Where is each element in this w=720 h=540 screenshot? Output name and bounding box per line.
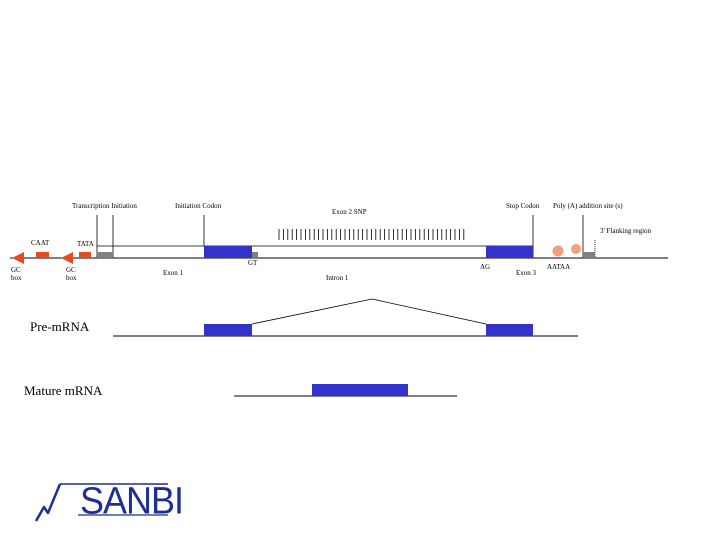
pre-mrna-exon-3 [486,324,533,336]
polya-dot-2 [571,244,581,254]
flanking-region-label: 3' Flanking region [600,227,652,235]
aataa-label: AATAA [547,263,571,271]
utr3-block [583,252,595,258]
tata-label: TATA [77,240,94,248]
gt-block [252,252,258,258]
splice-arc [251,298,487,325]
intron-1-label: Intron 1 [326,274,349,282]
transcription-initiation-label: Transcription Initiation [72,202,137,210]
exon-snp-label: Exon 2 SNP [332,208,367,216]
exon-3-block [486,246,533,258]
gc-box-2-triangle [61,252,73,264]
polya-dot-1 [552,245,564,257]
utr5-block [97,252,113,258]
tata-box [79,252,91,258]
stop-codon-label: Stop Codon [506,202,540,210]
exon-1-block [204,246,252,258]
initiation-codon-label: Initiation Codon [175,202,222,210]
caat-label: CAAT [31,239,50,247]
sanbi-logo-swoosh [34,483,62,522]
gt-label: GT [248,259,258,267]
pre-mrna-exon-1 [204,324,252,336]
gc-box-1-label: GC box [11,266,22,283]
polya-site-label: Poly (A) addition site (s) [553,202,623,210]
caat-box [36,252,49,258]
exon-3-label: Exon 3 [516,269,537,277]
pre-mrna-label: Pre-mRNA [30,319,90,334]
mature-mrna-label: Mature mRNA [24,383,103,398]
sanbi-logo-text: SANBI [80,478,184,522]
ag-label: AG [480,263,491,271]
gc-box-2-label: GC box [66,266,77,283]
gc-box-1-triangle [12,252,24,264]
snp-ticks [278,229,465,240]
mature-mrna-exon [312,384,408,396]
exon-1-label: Exon 1 [163,269,184,277]
sanbi-logo: SANBI [30,476,184,526]
